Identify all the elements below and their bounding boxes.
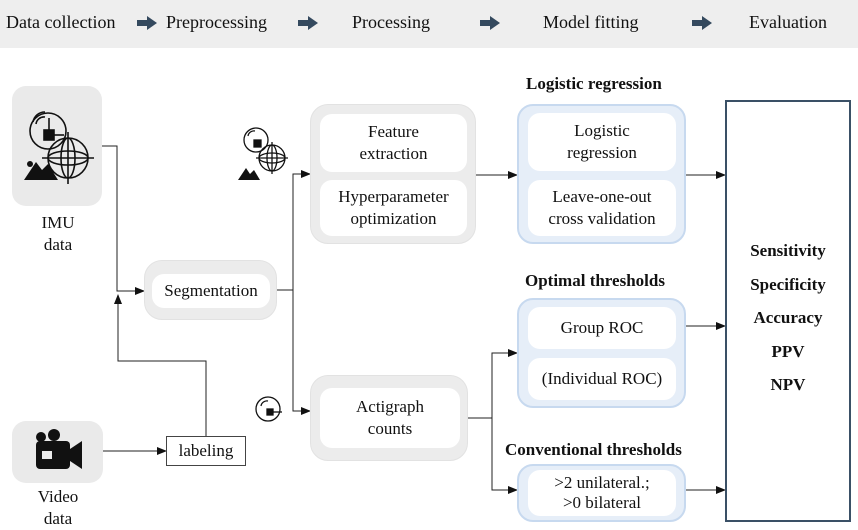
evaluation-box: Sensitivity Specificity Accuracy PPV NPV <box>725 100 851 522</box>
stage-preprocessing: Preprocessing <box>166 12 267 32</box>
metric-ppv: PPV <box>771 342 805 361</box>
imu-tiny-icon <box>255 396 282 422</box>
conventional-thresholds-title: Conventional thresholds <box>505 440 682 459</box>
group-roc-box: Group ROC <box>528 307 676 349</box>
mountain-icon <box>24 161 58 180</box>
metric-accuracy: Accuracy <box>753 308 823 327</box>
feature-extraction-box: Feature extraction <box>320 114 467 172</box>
video-data-label: Video data <box>37 487 79 529</box>
imu-data-tile <box>12 86 102 206</box>
metric-npv: NPV <box>770 375 806 394</box>
video-data-tile <box>12 421 103 483</box>
imu-data-label: IMU data <box>41 213 75 255</box>
hyperparameter-optimization-box: Hyperparameter optimization <box>320 180 467 236</box>
header-arrow-icon <box>480 16 500 30</box>
header-arrow-icon <box>137 16 157 30</box>
imu-small-icon <box>238 127 288 180</box>
stage-processing: Processing <box>352 12 430 32</box>
individual-roc-box: (Individual ROC) <box>528 358 676 400</box>
stage-evaluation: Evaluation <box>749 12 827 32</box>
pipeline-header: Data collection Preprocessing Processing… <box>0 0 858 48</box>
header-arrow-icon <box>692 16 712 30</box>
metric-sensitivity: Sensitivity <box>750 241 826 260</box>
logistic-regression-box: Logistic regression <box>528 113 676 171</box>
conventional-threshold-box: >2 unilateral.; >0 bilateral <box>528 470 676 516</box>
imu-sensor-icon <box>24 111 94 184</box>
metric-specificity: Specificity <box>750 275 826 294</box>
stage-data-collection: Data collection <box>6 12 116 32</box>
segmentation-box: Segmentation <box>152 274 270 308</box>
actigraph-counts-box: Actigraph counts <box>320 388 460 448</box>
stage-model-fitting: Model fitting <box>543 12 639 32</box>
header-arrow-icon <box>298 16 318 30</box>
labeling-box: labeling <box>166 436 246 466</box>
logistic-regression-title: Logistic regression <box>526 74 662 93</box>
loocv-box: Leave-one-out cross validation <box>528 180 676 236</box>
optimal-thresholds-title: Optimal thresholds <box>525 271 665 290</box>
video-camera-icon <box>36 429 82 469</box>
